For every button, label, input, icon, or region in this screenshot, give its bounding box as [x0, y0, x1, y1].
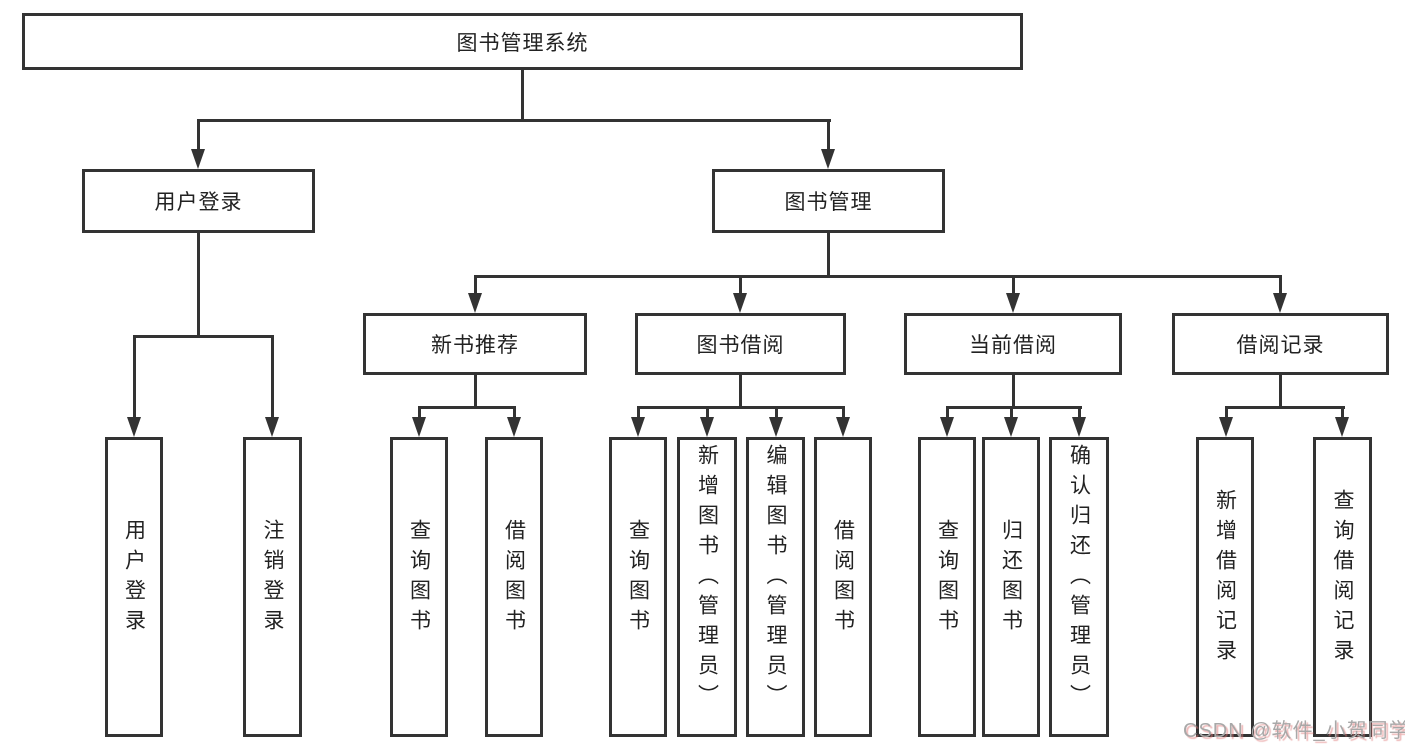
connector-line [474, 275, 477, 297]
leaf-query-books-recommend: 查询图书 [390, 437, 448, 737]
node-label: 确认归还（管理员） [1067, 444, 1091, 714]
arrow-down-icon [836, 417, 850, 437]
node-label: 注销登录 [261, 519, 284, 639]
leaf-borrow-books-recommend: 借阅图书 [485, 437, 543, 737]
connector-line [706, 406, 709, 420]
connector-line [1225, 406, 1345, 409]
arrow-down-icon [631, 417, 645, 437]
arrow-down-icon [412, 417, 426, 437]
arrow-down-icon [191, 149, 205, 169]
connector-line [474, 275, 1282, 278]
node-label: 查询图书 [626, 519, 650, 639]
leaf-return-books: 归还图书 [982, 437, 1040, 737]
arrow-down-icon [468, 293, 482, 313]
arrow-down-icon [1335, 417, 1349, 437]
arrow-down-icon [1004, 417, 1018, 437]
node-label: 借阅图书 [502, 519, 526, 639]
node-new-book-recommend: 新书推荐 [363, 313, 587, 375]
leaf-query-borrow-record: 查询借阅记录 [1313, 437, 1372, 737]
node-label: 新书推荐 [431, 334, 519, 357]
leaf-edit-books-admin: 编辑图书（管理员） [746, 437, 805, 737]
leaf-query-books-borrow: 查询图书 [609, 437, 667, 737]
connector-line [418, 406, 421, 420]
connector-line [827, 233, 830, 278]
connector-line [418, 406, 516, 409]
arrow-down-icon [821, 149, 835, 169]
connector-line [197, 119, 200, 152]
connector-line [739, 275, 742, 297]
node-label: 新增图书（管理员） [695, 444, 719, 714]
node-label: 查询图书 [407, 519, 431, 639]
connector-line [1010, 406, 1013, 420]
connector-line [197, 119, 831, 122]
connector-line [1012, 275, 1015, 297]
connector-line [739, 375, 742, 409]
connector-line [946, 406, 949, 420]
node-label: 查询借阅记录 [1331, 489, 1354, 669]
csdn-watermark: CSDN @软件_小贺同学 [1183, 720, 1405, 742]
connector-line [637, 406, 640, 420]
connector-line [1341, 406, 1344, 420]
node-label: 用户登录 [122, 519, 146, 639]
connector-line [521, 70, 524, 120]
arrow-down-icon [700, 417, 714, 437]
connector-line [1279, 375, 1282, 409]
leaf-borrow-books: 借阅图书 [814, 437, 872, 737]
connector-line [1225, 406, 1228, 420]
leaf-add-borrow-record: 新增借阅记录 [1196, 437, 1254, 737]
node-current-borrow: 当前借阅 [904, 313, 1122, 375]
connector-line [827, 119, 830, 152]
arrow-down-icon [265, 417, 279, 437]
arrow-down-icon [1273, 293, 1287, 313]
arrow-down-icon [733, 293, 747, 313]
node-label: 图书借阅 [696, 334, 785, 357]
connector-line [133, 335, 273, 338]
connector-line [133, 335, 136, 419]
arrow-down-icon [1219, 417, 1233, 437]
connector-line [946, 406, 1082, 409]
node-label: 图书管理系统 [456, 31, 589, 55]
connector-line [842, 406, 845, 420]
node-label: 查询图书 [935, 519, 959, 639]
node-book-management-system: 图书管理系统 [22, 13, 1023, 70]
connector-line [1279, 275, 1282, 297]
node-label: 图书管理 [784, 191, 873, 214]
node-label: 归还图书 [999, 519, 1023, 639]
connector-line [197, 233, 200, 338]
arrow-down-icon [507, 417, 521, 437]
connector-line [1078, 406, 1081, 420]
node-label: 编辑图书（管理员） [764, 444, 787, 714]
arrow-down-icon [1072, 417, 1086, 437]
arrow-down-icon [127, 417, 141, 437]
node-user-login: 用户登录 [82, 169, 315, 233]
leaf-user-login: 用户登录 [105, 437, 163, 737]
node-label: 借阅记录 [1236, 334, 1325, 357]
leaf-add-books-admin: 新增图书（管理员） [677, 437, 737, 737]
leaf-confirm-return-admin: 确认归还（管理员） [1049, 437, 1109, 737]
node-label: 借阅图书 [831, 519, 855, 639]
connector-line [1012, 375, 1015, 409]
connector-line [271, 335, 274, 419]
arrow-down-icon [769, 417, 783, 437]
leaf-query-books-current: 查询图书 [918, 437, 976, 737]
node-borrow-records: 借阅记录 [1172, 313, 1389, 375]
arrow-down-icon [1006, 293, 1020, 313]
connector-line [474, 375, 477, 409]
leaf-logout: 注销登录 [243, 437, 302, 737]
node-label: 当前借阅 [969, 334, 1057, 357]
arrow-down-icon [940, 417, 954, 437]
node-label: 新增借阅记录 [1213, 489, 1237, 669]
node-book-borrow: 图书借阅 [635, 313, 846, 375]
connector-line [513, 406, 516, 420]
connector-line [775, 406, 778, 420]
connector-line [637, 406, 845, 409]
node-book-management: 图书管理 [712, 169, 945, 233]
node-label: 用户登录 [154, 191, 243, 214]
